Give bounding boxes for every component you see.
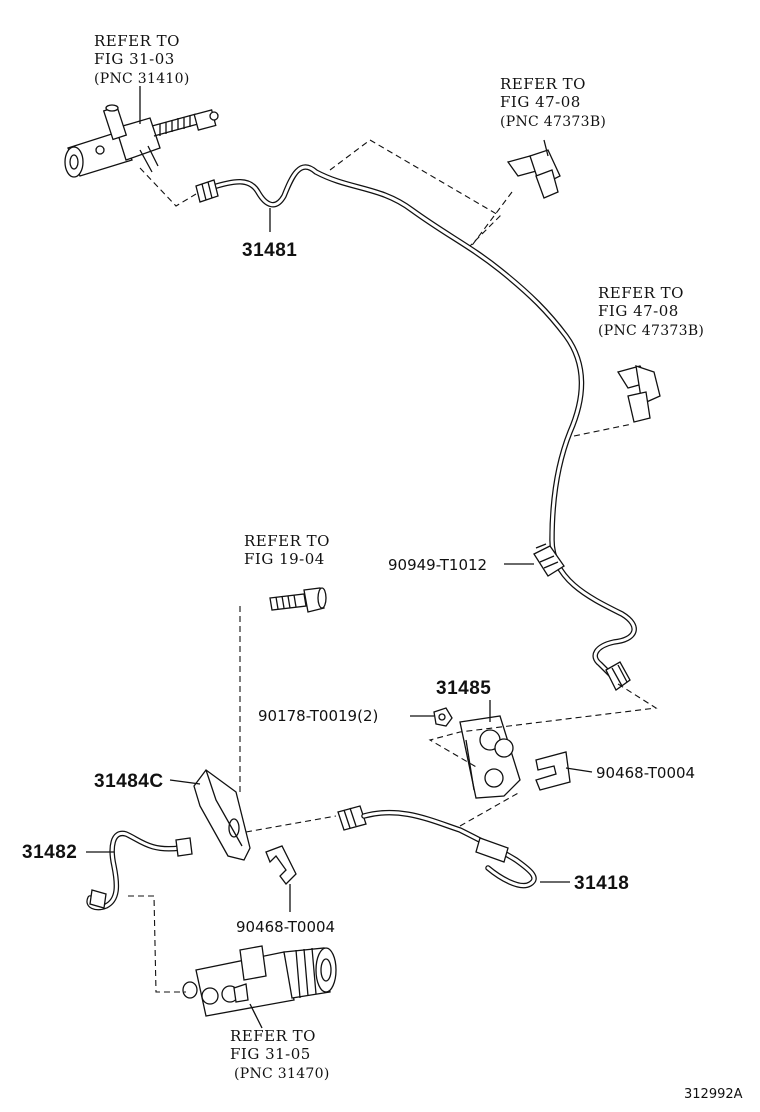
ref-master-line1: REFER TO [94,32,180,50]
part-number-31485: 31485 [436,678,491,699]
clip-90468-bottom-drawing [265,845,297,885]
clamp-upper-drawing [506,139,561,199]
part-number-31484c: 31484C [94,771,164,792]
bolt-drawing [269,587,327,613]
reference-master-cylinder: REFER TO FIG 31-03 (PNC 31410) [94,32,190,87]
part-number-90468-bottom: 90468-T0004 [236,918,335,936]
ref-clamp-lower-line2: FIG 47-08 [598,302,679,320]
part-number-90468-right: 90468-T0004 [596,764,695,782]
reference-clamp-upper: REFER TO FIG 47-08 (PNC 47373B) [500,75,606,130]
leader-lines [86,86,658,1029]
reference-clamp-lower: REFER TO FIG 47-08 (PNC 47373B) [598,284,704,339]
ref-clamp-upper-line1: REFER TO [500,75,586,93]
clutch-master-cylinder-drawing [64,104,219,178]
clip-90468-right-drawing [535,751,571,791]
reference-bolt: REFER TO FIG 19-04 [244,532,330,568]
ref-release-line1: REFER TO [230,1027,316,1045]
ref-clamp-lower-line1: REFER TO [598,284,684,302]
clamp-90949-drawing [533,543,565,577]
ref-release-line3: (PNC 31470) [234,1066,330,1082]
pipe-31481-drawing [195,164,637,691]
ref-clamp-upper-line2: FIG 47-08 [500,93,581,111]
ref-bolt-line2: FIG 19-04 [244,550,325,568]
ref-bolt-line1: REFER TO [244,532,330,550]
part-number-90949: 90949-T1012 [388,556,487,574]
part-number-31418: 31418 [574,873,629,894]
part-number-31482: 31482 [22,842,77,863]
bracket-31485-drawing [459,715,521,799]
pipe-31482-drawing [86,830,193,911]
part-number-31481: 31481 [242,240,297,261]
clutch-release-cylinder-drawing [182,945,337,1017]
figure-code: 312992A [684,1087,743,1102]
ref-release-line2: FIG 31-05 [230,1045,311,1063]
ref-master-line2: FIG 31-03 [94,50,175,68]
ref-clamp-lower-line3: (PNC 47373B) [598,323,704,339]
hose-31418-drawing [337,805,537,889]
bracket-31484c-drawing [193,769,251,861]
part-number-90178: 90178-T0019(2) [258,707,378,725]
ref-clamp-upper-line3: (PNC 47373B) [500,114,606,130]
ref-master-line3: (PNC 31410) [94,71,190,87]
clamp-lower-drawing [616,365,661,423]
reference-release-cylinder: REFER TO FIG 31-05 (PNC 31470) [230,1027,330,1082]
nut-90178-drawing [433,707,453,727]
